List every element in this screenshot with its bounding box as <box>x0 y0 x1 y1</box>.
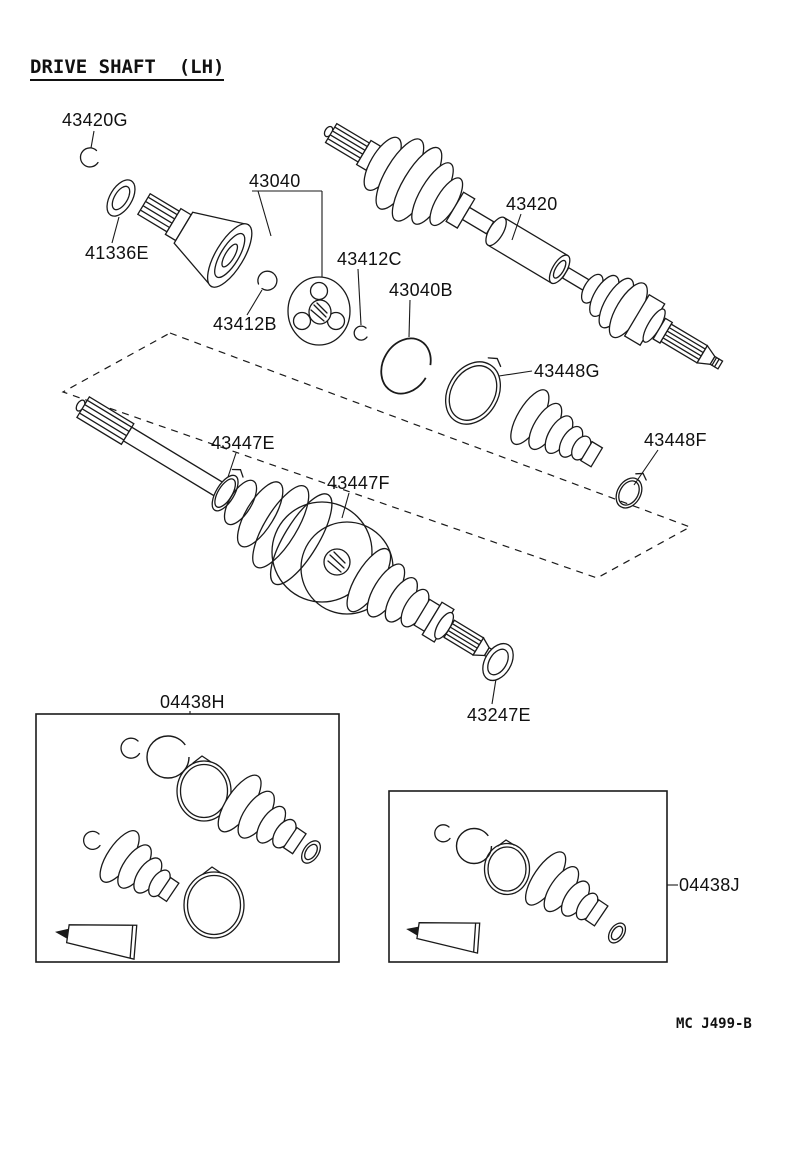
part-label-43448f: 43448F <box>644 430 707 450</box>
dust-cover-43247e <box>482 642 514 682</box>
rear-drive-shaft-assembly <box>75 395 333 586</box>
kit-j-grease-tube <box>406 922 481 954</box>
kit-h-grease-tube <box>55 924 138 961</box>
tripod-joint-43040 <box>287 276 351 346</box>
part-label-43040: 43040 <box>249 171 301 191</box>
page-title: DRIVE SHAFT (LH) <box>30 56 225 81</box>
kit-h-boot-2 <box>99 830 180 903</box>
part-label-43412b: 43412B <box>213 314 277 334</box>
part-label-43247e: 43247E <box>467 705 531 725</box>
boot-clamp-43448f <box>615 472 647 509</box>
kit-h-ring-small-1 <box>300 840 322 864</box>
outboard-joint-housing <box>136 192 253 288</box>
snap-ring-43420g <box>79 147 99 168</box>
boot-kit-box-04438h <box>35 713 340 963</box>
kit-h-circlip <box>146 735 190 779</box>
kit-boundary-dashes <box>61 332 692 579</box>
part-label-04438j: 04438J <box>679 875 740 895</box>
leader-lines <box>90 130 678 886</box>
snap-ring-43412b <box>257 270 278 291</box>
kit-h-snap-ring-small <box>120 737 141 759</box>
inboard-boot <box>510 389 604 468</box>
snap-ring-43040b <box>380 337 432 395</box>
dynamic-damper-43420 <box>485 216 571 285</box>
part-label-43412c: 43412C <box>337 249 402 269</box>
inner-joint-housing <box>271 501 394 615</box>
part-label-43420g: 43420G <box>62 110 128 130</box>
kit-j-ring-small <box>607 922 627 944</box>
boot-43447f <box>223 479 333 586</box>
part-label-43040b: 43040B <box>389 280 453 300</box>
dust-deflector-41336e <box>106 179 136 217</box>
part-label-43420: 43420 <box>506 194 558 214</box>
front-drive-shaft-assembly <box>323 122 724 370</box>
kit-j-snap-ring-small <box>434 824 451 843</box>
kit-h-boot-1 <box>217 774 307 855</box>
part-label-43448g: 43448G <box>534 361 600 381</box>
boot-kit-box-04438j <box>388 790 668 963</box>
kit-h-clamp-large-2 <box>183 866 245 939</box>
part-label-41336e: 41336E <box>85 243 149 263</box>
boot-clamp-43448g <box>444 357 502 425</box>
kit-j-boot <box>524 851 609 927</box>
kit-j-clamp-large <box>483 839 531 896</box>
part-label-04438h: 04438H <box>160 692 225 712</box>
kit-h-clamp-large-1 <box>176 755 232 822</box>
kit-j-circlip <box>455 827 493 865</box>
kit-h-snap-ring-small-2 <box>83 830 101 850</box>
figure-code: MC J499-B <box>676 1016 752 1032</box>
part-label-43447f: 43447F <box>327 473 390 493</box>
part-label-43447e: 43447E <box>211 433 275 453</box>
clip-43412c <box>353 325 368 341</box>
rear-shaft-inboard-end <box>346 547 497 661</box>
